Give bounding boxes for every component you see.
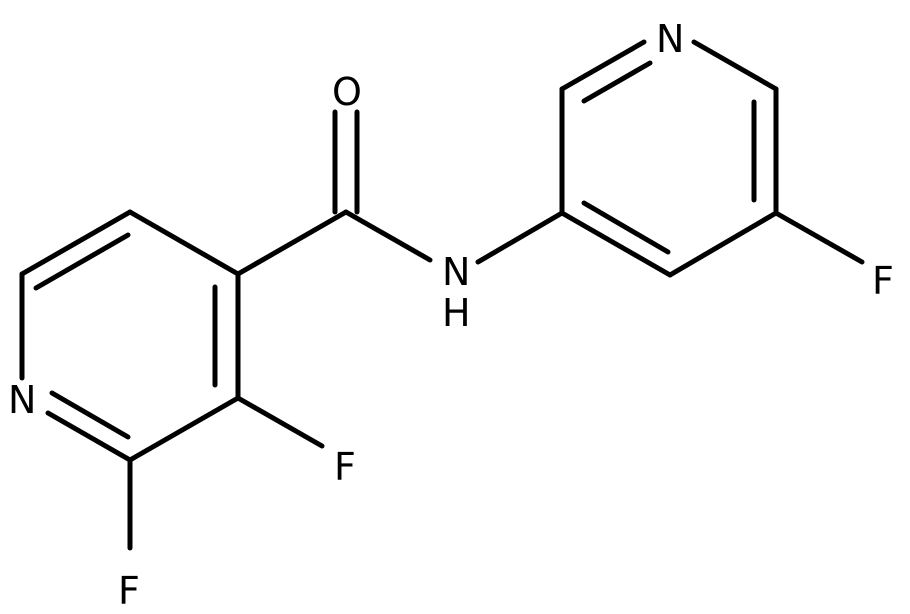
atom-label-n-left-ring: N bbox=[8, 378, 36, 422]
bond-c2-n1 bbox=[45, 410, 133, 463]
bond-c3-f bbox=[235, 395, 325, 449]
atom-label-f-ring-c2: F bbox=[118, 569, 140, 613]
bond-c3-c2 bbox=[127, 395, 241, 463]
bond-c4-carbonyl bbox=[235, 209, 349, 277]
atom-label-f-ring-c3: F bbox=[334, 445, 356, 489]
bond-n-c6r bbox=[691, 39, 779, 92]
atom-label-n-right-ring: N bbox=[656, 17, 684, 61]
atom-label-n-amide: N bbox=[442, 250, 470, 294]
atom-label-f-right-ring: F bbox=[872, 259, 894, 303]
bond-nh-ring bbox=[475, 210, 565, 265]
atom-label-o-carbonyl: O bbox=[332, 70, 362, 114]
atom-label-h-amide: H bbox=[442, 291, 471, 335]
bond-c4r-c3-double bbox=[581, 200, 671, 255]
bond-c5r-f bbox=[773, 210, 865, 265]
bond-c5-c4 bbox=[127, 209, 241, 277]
bond-c6-c5-double bbox=[33, 232, 131, 291]
bond-c6-c5 bbox=[19, 209, 133, 277]
right-pyridine-ring bbox=[559, 39, 865, 278]
bond-c4r-c3 bbox=[559, 210, 673, 278]
bond-c2r-n bbox=[559, 39, 647, 92]
bond-c2-n1-double bbox=[49, 390, 131, 440]
bond-c5r-c4r bbox=[667, 210, 779, 278]
left-pyridine-ring bbox=[19, 209, 325, 551]
amide-group bbox=[235, 109, 565, 277]
bond-c2r-n-double bbox=[581, 60, 653, 104]
bond-carbonyl-nh bbox=[343, 209, 433, 263]
